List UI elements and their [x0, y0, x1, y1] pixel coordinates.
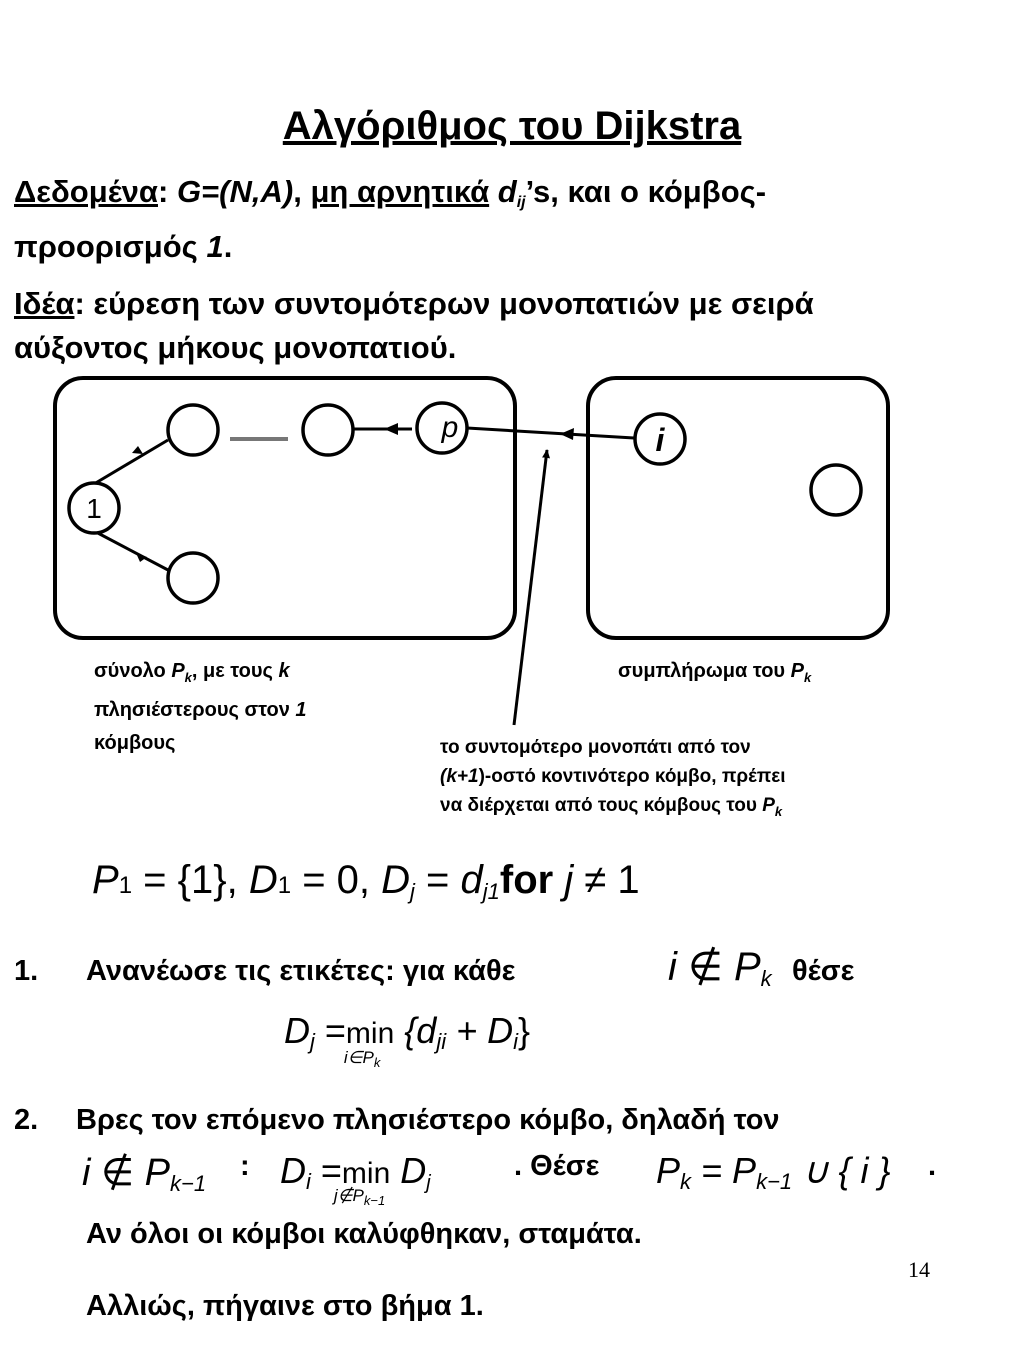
pointer-arrow	[512, 449, 551, 726]
arrow-head	[136, 553, 147, 562]
step1-condition: i ∉ Pk	[668, 945, 772, 991]
step2-update-formula: Pk = Pk−1 ∪ { i }	[656, 1150, 891, 1194]
step2-number: 2.	[14, 1104, 39, 1136]
step2-dot: .	[928, 1150, 937, 1182]
edge-1-to-top	[93, 438, 169, 486]
node-bottom	[166, 551, 220, 605]
complement-box	[586, 376, 890, 640]
path-diagram: 1 p i	[53, 376, 890, 726]
node-p-label: p	[441, 411, 459, 444]
idea-label: Ιδέα	[14, 286, 75, 321]
step1-text: Ανανέωσε τις ετικέτες: για κάθε	[86, 955, 516, 987]
set-pk-box	[53, 376, 517, 640]
page-title: Αλγόριθμος του Dijkstra	[282, 104, 742, 148]
step1-number: 1.	[14, 955, 39, 987]
step1-set: θέσε	[792, 955, 855, 987]
node-i	[633, 412, 687, 466]
graph-def: G=(N,A)	[176, 174, 294, 209]
node-mid	[301, 403, 355, 457]
arrow-head	[132, 446, 143, 454]
given-label: Δεδομένα	[14, 174, 158, 209]
page-number: 14	[908, 1257, 930, 1282]
node-1-label: 1	[86, 493, 102, 524]
caption-complement: συμπλήρωμα του Pk	[618, 660, 812, 685]
node-1	[67, 481, 121, 535]
caption-shortest-path: το συντομότερο μονοπάτι από τον (k+1)-οσ…	[440, 737, 786, 819]
arrow-head	[384, 423, 398, 435]
step2-colon: :	[240, 1150, 250, 1182]
node-i-label: i	[656, 422, 666, 458]
arrow-head	[560, 428, 574, 440]
node-p	[415, 401, 469, 455]
given-paragraph: Δεδομένα: G=(N,A), μη αρνητικά dij’s, κα…	[14, 174, 767, 264]
step2-text: Βρες τον επόμενο πλησιέστερο κόμβο, δηλα…	[76, 1104, 780, 1136]
idea-paragraph: Ιδέα: εύρεση των συντομότερων μονοπατιών…	[14, 286, 814, 365]
node-other	[809, 463, 863, 517]
init-formula: P1 = {1}, D1 = 0, Dj = dj1for j ≠ 1	[92, 858, 640, 904]
node-top	[166, 403, 220, 457]
step2-stop-line: Αν όλοι οι κόμβοι καλύφθηκαν, σταμάτα.	[86, 1218, 642, 1250]
step2-else-line: Αλλιώς, πήγαινε στο βήμα 1.	[86, 1290, 484, 1322]
caption-set-pk: σύνολο Pk, με τους k πλησιέστερους στον …	[94, 660, 307, 754]
step2-set: . Θέσε	[514, 1150, 600, 1182]
edge-i-to-p	[466, 426, 635, 440]
edge-1-to-bottom	[93, 529, 169, 572]
nonnegative-text: μη αρνητικά	[310, 174, 490, 209]
step2-condition: i ∉ Pk−1	[82, 1152, 207, 1196]
